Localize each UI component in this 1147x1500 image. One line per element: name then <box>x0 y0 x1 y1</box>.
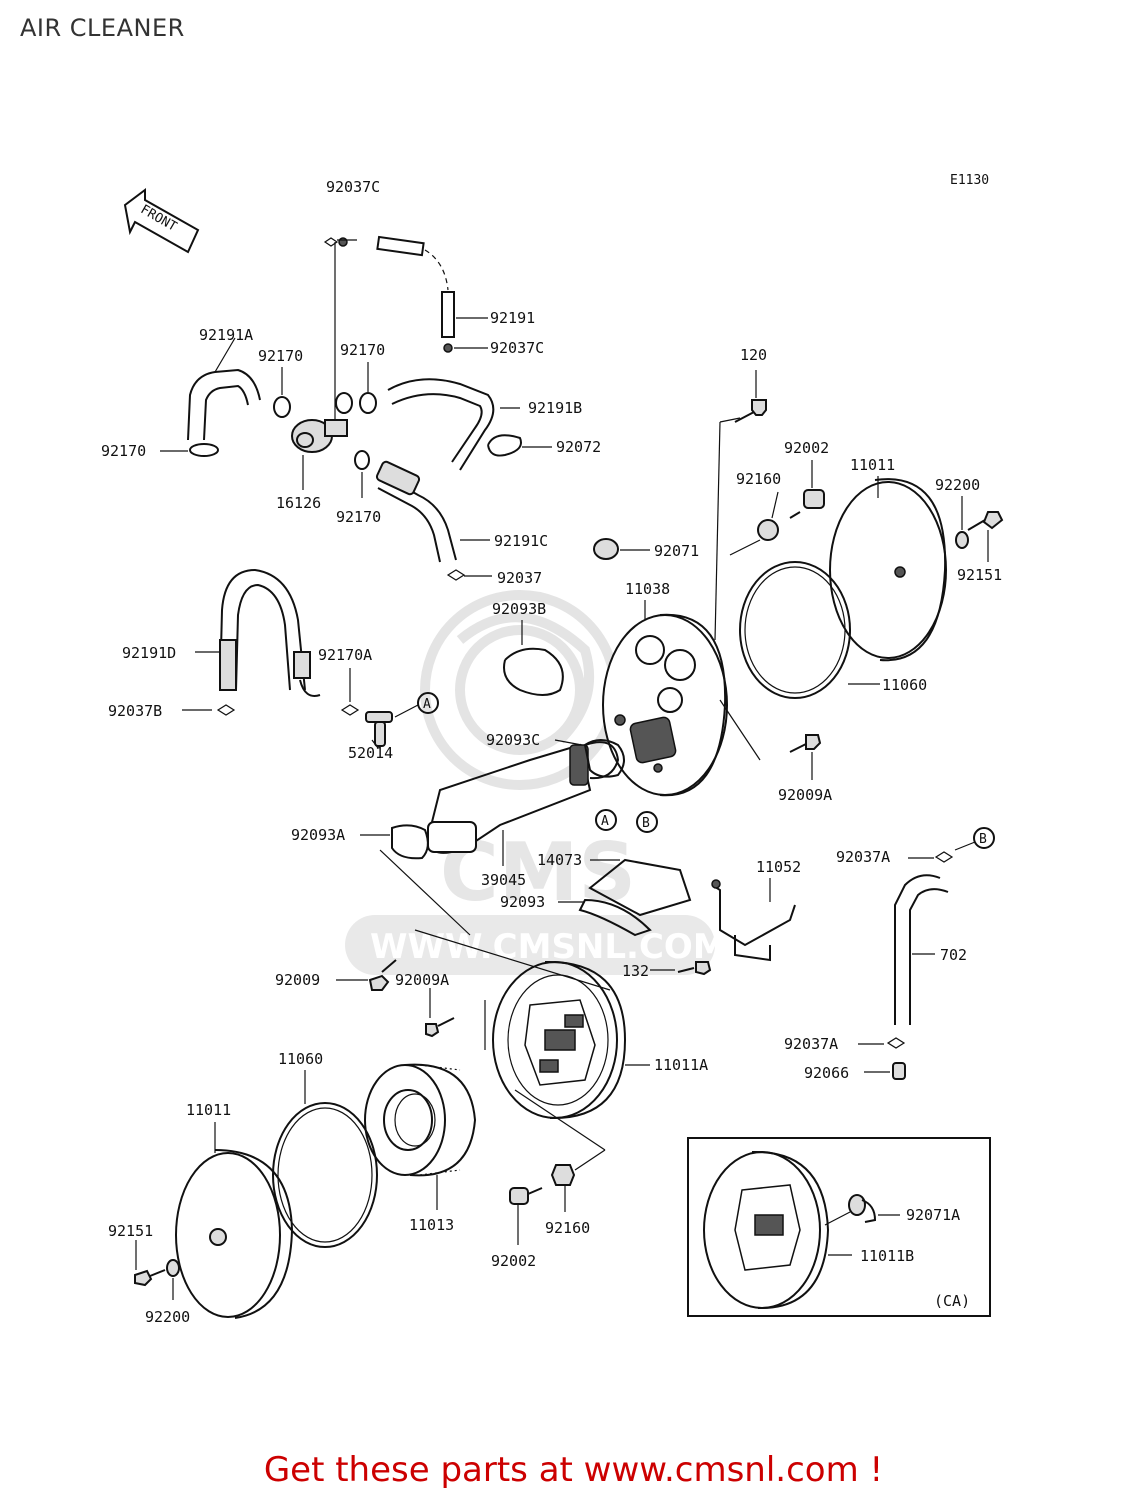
part-label: 92037A <box>784 1035 838 1053</box>
part-label: 92160 <box>545 1219 590 1237</box>
ca-inset-box <box>687 1137 991 1317</box>
front-arrow: FRONT <box>123 188 200 254</box>
part-label: 92093C <box>486 731 540 749</box>
part-label: 11013 <box>409 1216 454 1234</box>
part-label: 92200 <box>935 476 980 494</box>
part-label: 52014 <box>348 744 393 762</box>
part-label: 92002 <box>491 1252 536 1270</box>
part-label: 92151 <box>957 566 1002 584</box>
watermark-url: WWW.CMSNL.COM <box>370 927 727 967</box>
part-label: 92072 <box>556 438 601 456</box>
part-label: 92009A <box>778 786 832 804</box>
part-label: 92170A <box>318 646 372 664</box>
part-label: 92191 <box>490 309 535 327</box>
part-labels: 92037C 92191 92037C 92191A 92170 92170 9… <box>101 178 1002 1326</box>
part-label: 92200 <box>145 1308 190 1326</box>
part-label: 16126 <box>276 494 321 512</box>
page-title: AIR CLEANER <box>20 14 185 42</box>
part-label: 92170 <box>336 508 381 526</box>
callout-a-2: A <box>601 814 609 829</box>
hose-702 <box>858 841 976 1080</box>
part-label: 92151 <box>108 1222 153 1240</box>
diagram-code: E1130 <box>950 173 989 188</box>
part-label: 92191D <box>122 644 176 662</box>
part-label: 92071A <box>906 1206 960 1224</box>
part-label: 92009A <box>395 971 449 989</box>
watermark: CMS WWW.CMSNL.COM <box>345 590 727 975</box>
part-label: 92002 <box>784 439 829 457</box>
part-label: 92093B <box>492 600 546 618</box>
part-label: 92037 <box>497 569 542 587</box>
intake-duct-39045 <box>360 739 625 936</box>
gasket-11060 <box>272 1070 378 1248</box>
part-label: 92037C <box>326 178 380 196</box>
part-label: 11011 <box>850 456 895 474</box>
part-label: 11038 <box>625 580 670 598</box>
callout-b-2: B <box>979 832 987 847</box>
part-label: 14073 <box>537 851 582 869</box>
bracket-11052 <box>650 878 796 976</box>
callout-a-1: A <box>423 697 431 712</box>
part-label: 120 <box>740 346 767 364</box>
part-label: 92093A <box>291 826 345 844</box>
part-label: 92037A <box>836 848 890 866</box>
part-label: 132 <box>622 962 649 980</box>
duct-14073 <box>558 858 692 937</box>
callout-b-1: B <box>642 816 650 831</box>
part-label: 11011A <box>654 1056 708 1074</box>
callouts: A A B B <box>417 692 995 849</box>
part-label: 92037C <box>490 339 544 357</box>
bolts-92009 <box>336 929 611 1038</box>
part-label: 92191A <box>199 326 253 344</box>
part-label: 11052 <box>756 858 801 876</box>
hose-92191D <box>182 568 419 749</box>
part-label: 92170 <box>340 341 385 359</box>
part-label: 11011 <box>186 1101 231 1119</box>
backplate-assembly <box>503 370 1004 797</box>
stud-92002 <box>509 1149 606 1245</box>
housing-11011A <box>484 960 650 1151</box>
part-label: 92191B <box>528 399 582 417</box>
part-label: 11060 <box>882 676 927 694</box>
cover-11011 <box>134 1122 294 1319</box>
part-label: 92093 <box>500 893 545 911</box>
part-label: 92191C <box>494 532 548 550</box>
part-label: 39045 <box>481 871 526 889</box>
filter-element-11013 <box>364 1063 477 1210</box>
part-label: 702 <box>940 946 967 964</box>
part-label: 92160 <box>736 470 781 488</box>
part-label: 92066 <box>804 1064 849 1082</box>
part-label: (CA) <box>934 1292 970 1310</box>
exploded-parts-diagram: CMS WWW.CMSNL.COM FRONT E1130 <box>101 173 1004 1326</box>
part-label: 11011B <box>860 1247 914 1265</box>
valve-16126 <box>291 419 348 490</box>
part-label: 92170 <box>258 347 303 365</box>
part-label: 11060 <box>278 1050 323 1068</box>
part-label: 92037B <box>108 702 162 720</box>
part-label: 92170 <box>101 442 146 460</box>
part-label: 92009 <box>275 971 320 989</box>
footer-promo-link[interactable]: Get these parts at www.cmsnl.com ! <box>263 1450 884 1490</box>
part-label: 92071 <box>654 542 699 560</box>
breather-hose-assembly <box>160 235 552 581</box>
